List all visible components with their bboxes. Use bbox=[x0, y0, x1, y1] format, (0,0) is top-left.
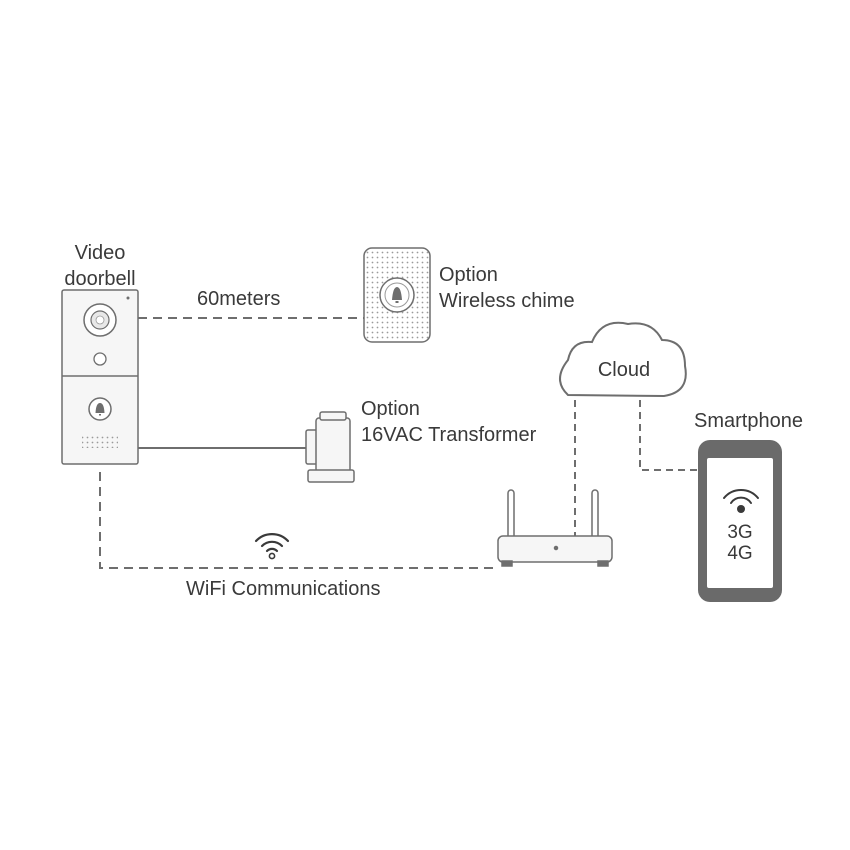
doorbell-label: Video doorbell bbox=[48, 240, 152, 292]
smartphone-network-label: 3G 4G bbox=[707, 522, 773, 564]
router-foot-right bbox=[597, 560, 609, 567]
network-3g-label: 3G bbox=[727, 522, 753, 543]
wifi-communications-label: WiFi Communications bbox=[186, 578, 381, 600]
camera-lens-highlight bbox=[95, 315, 105, 325]
light-sensor-icon bbox=[93, 352, 107, 366]
wireless-chime-device bbox=[363, 247, 431, 343]
bell-icon bbox=[95, 403, 105, 416]
cloud-shape bbox=[559, 321, 687, 398]
router-status-light bbox=[553, 545, 559, 551]
chime-label-line1: Option bbox=[439, 264, 498, 286]
doorbell-body bbox=[61, 289, 139, 465]
transformer-base bbox=[307, 469, 355, 483]
wifi-icon bbox=[254, 533, 290, 560]
network-4g-label: 4G bbox=[727, 543, 753, 564]
doorbell-router-wifi-line bbox=[99, 472, 496, 569]
smartphone-screen bbox=[707, 458, 773, 588]
router-antenna-right bbox=[591, 489, 599, 543]
transformer-label-line2: 16VAC Transformer bbox=[361, 424, 537, 446]
transformer-body bbox=[315, 417, 351, 473]
indicator-dot bbox=[126, 296, 130, 300]
doorbell-label-line2: doorbell bbox=[64, 268, 136, 290]
cloud-smartphone-dashed-line bbox=[639, 400, 700, 471]
speaker-grille bbox=[82, 434, 118, 448]
chime-label-line2: Wireless chime bbox=[439, 290, 575, 312]
cloud-label: Cloud bbox=[597, 359, 651, 381]
smartphone-wifi-icon bbox=[723, 488, 759, 513]
transformer-label-line1: Option bbox=[361, 398, 420, 420]
chime-label: Option Wireless chime bbox=[439, 262, 575, 314]
smartphone-label: Smartphone bbox=[694, 410, 803, 432]
connection-lines bbox=[99, 317, 700, 569]
smartphone-device bbox=[698, 440, 782, 602]
transformer-device bbox=[305, 411, 355, 483]
doorbell-device bbox=[61, 289, 139, 465]
transformer-cap bbox=[319, 411, 347, 421]
doorbell-label-line1: Video bbox=[74, 242, 126, 264]
chime-bell-icon bbox=[392, 287, 402, 303]
chime-distance-label: 60meters bbox=[197, 288, 281, 310]
router-device bbox=[497, 489, 613, 567]
transformer-label: Option 16VAC Transformer bbox=[361, 396, 536, 448]
router-foot-left bbox=[501, 560, 513, 567]
router-antenna-left bbox=[507, 489, 515, 543]
